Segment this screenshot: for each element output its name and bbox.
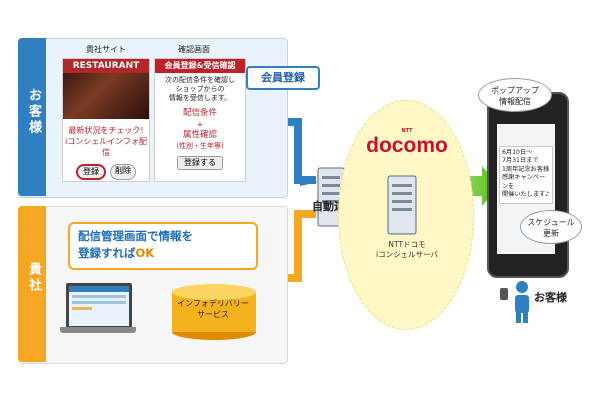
- cloud-top-line2: 情報配信: [499, 97, 531, 106]
- site-label: 貴社サイト: [86, 45, 126, 54]
- plus-sign: +: [196, 120, 204, 129]
- cloud-bottom-line2: 更新: [543, 229, 559, 238]
- confirm-screen-card: 会員登録&受信確認 次の配信条件を確認し ショップからの 情報を受信します。 配…: [154, 58, 246, 182]
- company-server-icon: [317, 167, 345, 227]
- message-line: 7月31日まで: [502, 157, 539, 165]
- confirm-desc-1: 次の配信条件を確認し: [165, 76, 235, 84]
- message-line: 開催いたします♪: [502, 191, 550, 199]
- restaurant-text-2: iコンシェルインフォ配信: [65, 137, 147, 157]
- popup-message: 6月10日～ 7月31日まで 1周年記念お客様 感謝キャンペーンを 開催いたしま…: [499, 146, 553, 204]
- message-line: 1周年記念お客様: [502, 165, 550, 173]
- business-connector: [286, 210, 316, 282]
- database-icon: [172, 284, 256, 340]
- phone-hand-icon: [500, 288, 508, 300]
- business-callout-ok: OK: [135, 246, 155, 260]
- customer-tab: お客様: [18, 38, 46, 196]
- db-label-2: サービス: [197, 310, 229, 319]
- laptop-icon: [66, 283, 132, 329]
- cloud-top-line1: ポップアップ: [491, 86, 539, 95]
- docomo-server-icon: [387, 175, 417, 235]
- business-callout-line1: 配信管理画面で情報を: [78, 229, 193, 243]
- popup-delivery-cloud: ポップアップ 情報配信: [478, 78, 552, 112]
- register-button[interactable]: 登録: [76, 164, 106, 180]
- business-callout: 配信管理画面で情報を 登録すればOK: [68, 222, 258, 270]
- delete-button[interactable]: 削除: [110, 164, 136, 180]
- server-label-1: NTTドコモ: [388, 240, 426, 249]
- customer-person-icon: [515, 281, 529, 323]
- customer-connector: [286, 118, 316, 184]
- docomo-logo: docomo: [366, 134, 448, 157]
- ntt-label: NTT: [401, 128, 413, 134]
- restaurant-text-1: 最新状況をチェック!: [68, 126, 144, 135]
- confirm-screen-label: 確認画面: [178, 45, 210, 54]
- confirm-header: 会員登録&受信確認: [155, 59, 245, 73]
- schedule-update-cloud: スケジュール 更新: [520, 210, 582, 244]
- register-do-button[interactable]: 登録する: [177, 156, 223, 170]
- restaurant-site-card: RESTAURANT 最新状況をチェック! iコンシェルインフォ配信 登録 削除: [62, 58, 150, 182]
- customer-tab-label: お客様: [26, 88, 41, 136]
- confirm-desc-2: ショップからの: [175, 85, 225, 93]
- delivery-condition: 配信条件: [182, 108, 217, 118]
- business-tab: 貴社: [18, 206, 46, 362]
- attribute-check: 属性確認: [182, 130, 217, 140]
- message-line: 感謝キャンペーンを: [502, 174, 546, 190]
- server-label-2: iコンシェルサーバ: [375, 250, 438, 259]
- cloud-bottom-line1: スケジュール: [527, 218, 575, 227]
- confirm-desc-3: 情報を受信します。: [168, 94, 232, 102]
- customer-panel: [18, 38, 288, 198]
- restaurant-photo: [63, 73, 149, 119]
- attribute-detail: (性別・生年等): [176, 142, 224, 150]
- db-label-1: インフォデリバリー: [177, 299, 249, 308]
- business-callout-line2: 登録すれば: [78, 246, 136, 260]
- business-tab-label: 貴社: [26, 262, 41, 294]
- restaurant-header: RESTAURANT: [63, 59, 149, 73]
- member-registration-callout: 会員登録: [246, 66, 320, 90]
- message-line: 6月10日～: [502, 149, 533, 156]
- customer-label: お客様: [534, 291, 567, 304]
- laptop-base: [60, 327, 136, 333]
